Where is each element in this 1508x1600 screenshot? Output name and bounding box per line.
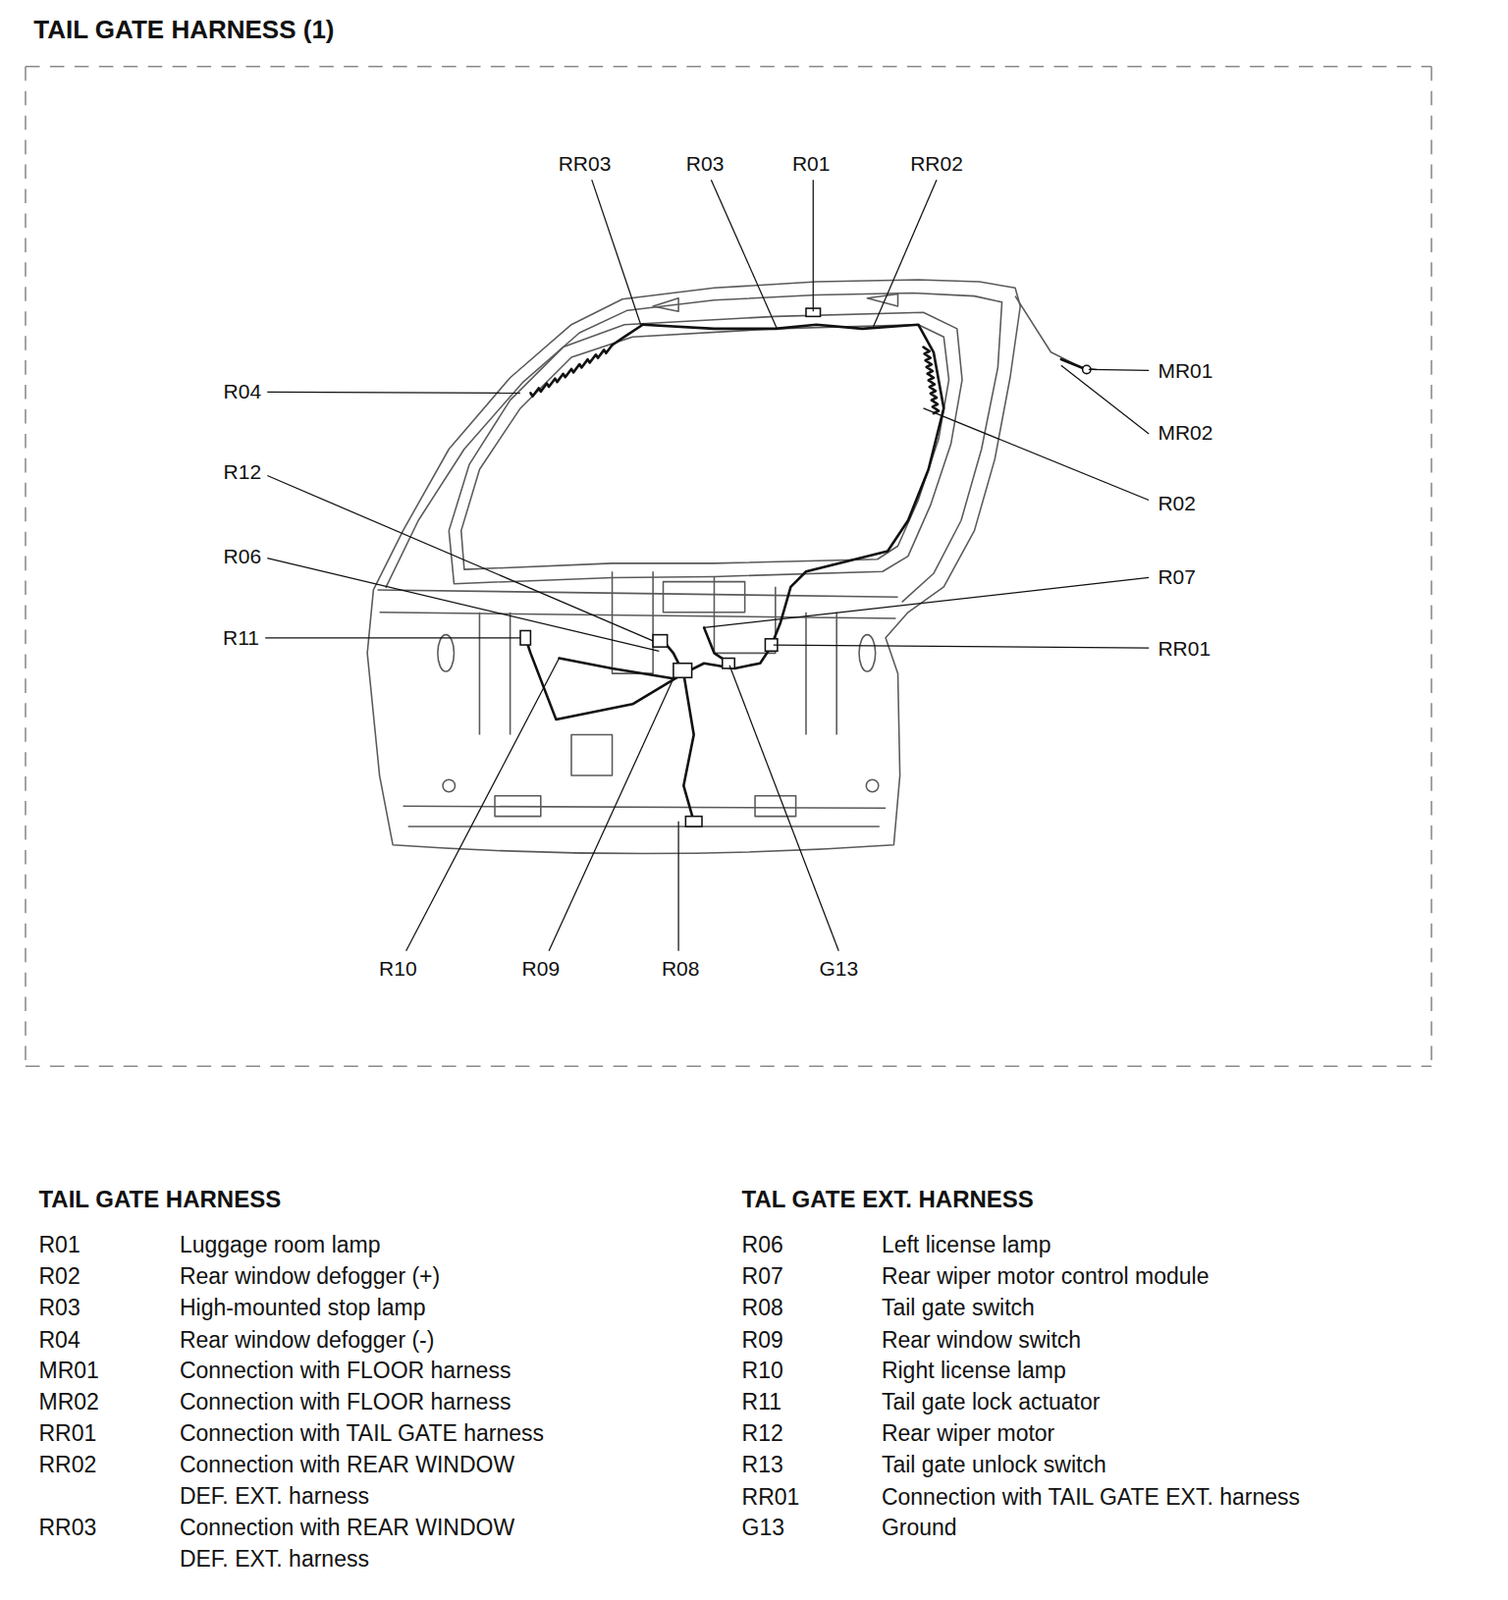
figure-frame	[25, 66, 1432, 1067]
table-code: RR01	[38, 1417, 97, 1450]
table-code: R08	[742, 1292, 784, 1324]
table-description: Rear window defogger (+)	[179, 1260, 440, 1293]
callout-label: R12	[221, 459, 265, 485]
table-description: Connection with REAR WINDOW DEF. EXT. ha…	[179, 1511, 548, 1575]
table-code: R12	[742, 1417, 784, 1450]
table-code: R13	[742, 1449, 784, 1481]
table-description: Rear window switch	[881, 1324, 1081, 1356]
callout-label: R04	[221, 378, 265, 404]
diagram-title: TAIL GATE HARNESS (1)	[33, 14, 334, 46]
table-description: Connection with REAR WINDOW DEF. EXT. ha…	[179, 1449, 548, 1512]
table-code: R11	[742, 1386, 783, 1418]
table-code: R09	[742, 1324, 784, 1356]
table-code: RR01	[742, 1481, 801, 1513]
table-code: MR02	[38, 1386, 99, 1418]
callout-label: R07	[1155, 564, 1198, 590]
table-description: Rear window defogger (-)	[179, 1324, 435, 1356]
callout-label: RR03	[556, 151, 614, 176]
table-code: R07	[742, 1260, 784, 1293]
callout-label: R06	[221, 543, 265, 569]
callout-label: R03	[684, 151, 727, 176]
table-code: MR01	[38, 1354, 99, 1387]
table-description: Rear wiper motor	[881, 1417, 1055, 1450]
table-code: R06	[742, 1229, 784, 1261]
table-description: Connection with TAIL GATE harness	[179, 1417, 544, 1450]
callout-label: R11	[220, 625, 262, 650]
tail-gate-body	[367, 279, 1097, 855]
table-description: Tail gate unlock switch	[881, 1449, 1107, 1481]
callout-label: R01	[790, 151, 833, 176]
table-description: Luggage room lamp	[179, 1229, 381, 1261]
table-code: R10	[742, 1354, 784, 1387]
callout-label: RR01	[1155, 636, 1213, 661]
table-description: Connection with FLOOR harness	[179, 1386, 512, 1418]
table-description: Connection with FLOOR harness	[179, 1354, 512, 1387]
table-code: RR03	[38, 1511, 97, 1544]
connector-symbols	[520, 308, 1091, 827]
table-code: R03	[38, 1292, 80, 1324]
table-description: Left license lamp	[881, 1229, 1052, 1261]
table-description: High-mounted stop lamp	[179, 1292, 427, 1324]
table-heading: TAL GATE EXT. HARNESS	[742, 1184, 1034, 1216]
callout-label: MR01	[1155, 358, 1215, 383]
table-description: Rear wiper motor control module	[881, 1260, 1210, 1293]
table-description: Right license lamp	[881, 1354, 1067, 1387]
table-code: R04	[38, 1324, 80, 1356]
callout-label: R09	[520, 956, 563, 981]
leader-lines	[265, 179, 1149, 952]
table-code: R02	[38, 1260, 80, 1293]
table-description: Tail gate lock actuator	[881, 1386, 1100, 1418]
table-heading: TAIL GATE HARNESS	[38, 1184, 281, 1216]
callout-label: MR02	[1155, 420, 1215, 445]
callout-label: R10	[377, 956, 420, 981]
callout-label: R02	[1155, 490, 1198, 516]
callout-label: RR02	[908, 151, 966, 176]
table-code: G13	[742, 1511, 785, 1544]
table-description: Connection with TAIL GATE EXT. harness	[881, 1481, 1300, 1513]
callout-label: R08	[659, 956, 702, 981]
table-code: RR02	[38, 1449, 97, 1481]
table-description: Ground	[881, 1511, 958, 1544]
table-code: R01	[38, 1229, 80, 1261]
harness-wires	[525, 324, 1087, 822]
table-description: Tail gate switch	[881, 1292, 1035, 1324]
callout-label: G13	[816, 956, 861, 981]
